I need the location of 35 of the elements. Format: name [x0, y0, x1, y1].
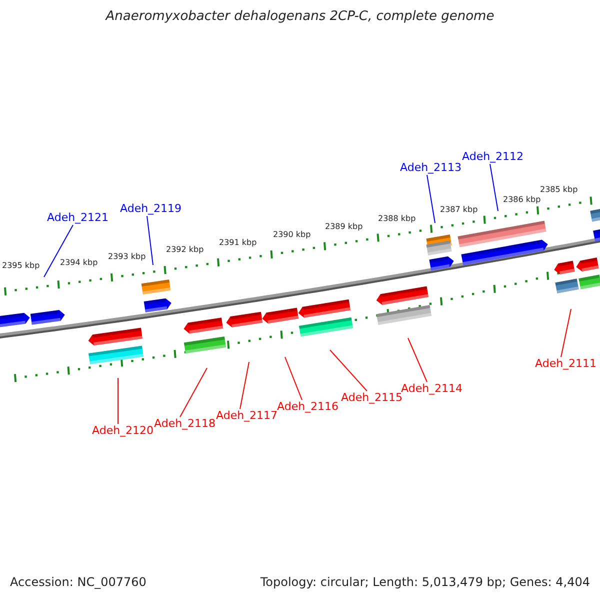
scale-label: 2394 kbp	[60, 257, 98, 269]
gene-label: Adeh_2111	[535, 357, 597, 371]
leader-line	[284, 356, 302, 400]
leader-line	[408, 338, 428, 382]
leader-line	[330, 350, 368, 392]
scale-label: 2390 kbp	[273, 229, 311, 241]
scale-label: 2386 kbp	[503, 194, 541, 206]
gene-label: Adeh_2113	[400, 161, 462, 175]
gene-label: Adeh_2118	[154, 417, 216, 431]
scale-label: 2387 kbp	[440, 204, 478, 216]
leader-line	[240, 362, 250, 410]
leader-line	[426, 174, 436, 224]
leader-line	[44, 224, 74, 278]
gene-label: Adeh_2117	[216, 409, 278, 423]
gene-label: Adeh_2121	[47, 211, 109, 225]
gene-label: Adeh_2119	[120, 202, 182, 216]
gene-label: Adeh_2114	[401, 382, 463, 396]
gene-label: Adeh_2116	[277, 400, 339, 414]
scale-label: 2392 kbp	[166, 244, 204, 256]
gene-label: Adeh_2112	[462, 150, 524, 164]
scale-label: 2385 kbp	[540, 184, 578, 196]
leader-line	[146, 216, 154, 266]
gene-label: Adeh_2120	[92, 424, 154, 438]
scale-label: 2388 kbp	[378, 213, 416, 225]
leader-line	[180, 368, 208, 418]
scale-label: 2393 kbp	[108, 251, 146, 263]
scale-label: 2389 kbp	[325, 221, 363, 233]
footer-text: Topology: circular; Length: 5,013,479 bp; Genes: 4,404	[260, 575, 590, 589]
gene-label: Adeh_2115	[341, 391, 403, 405]
scale-label: 2391 kbp	[219, 237, 257, 249]
leader-line	[560, 308, 572, 358]
footer-text: Accession: NC_007760	[10, 575, 146, 589]
title: Anaeromyxobacter dehalogenans 2CP-C, complete genome	[104, 10, 496, 24]
leader-line	[490, 164, 498, 212]
scale-label: 2395 kbp	[2, 260, 40, 272]
